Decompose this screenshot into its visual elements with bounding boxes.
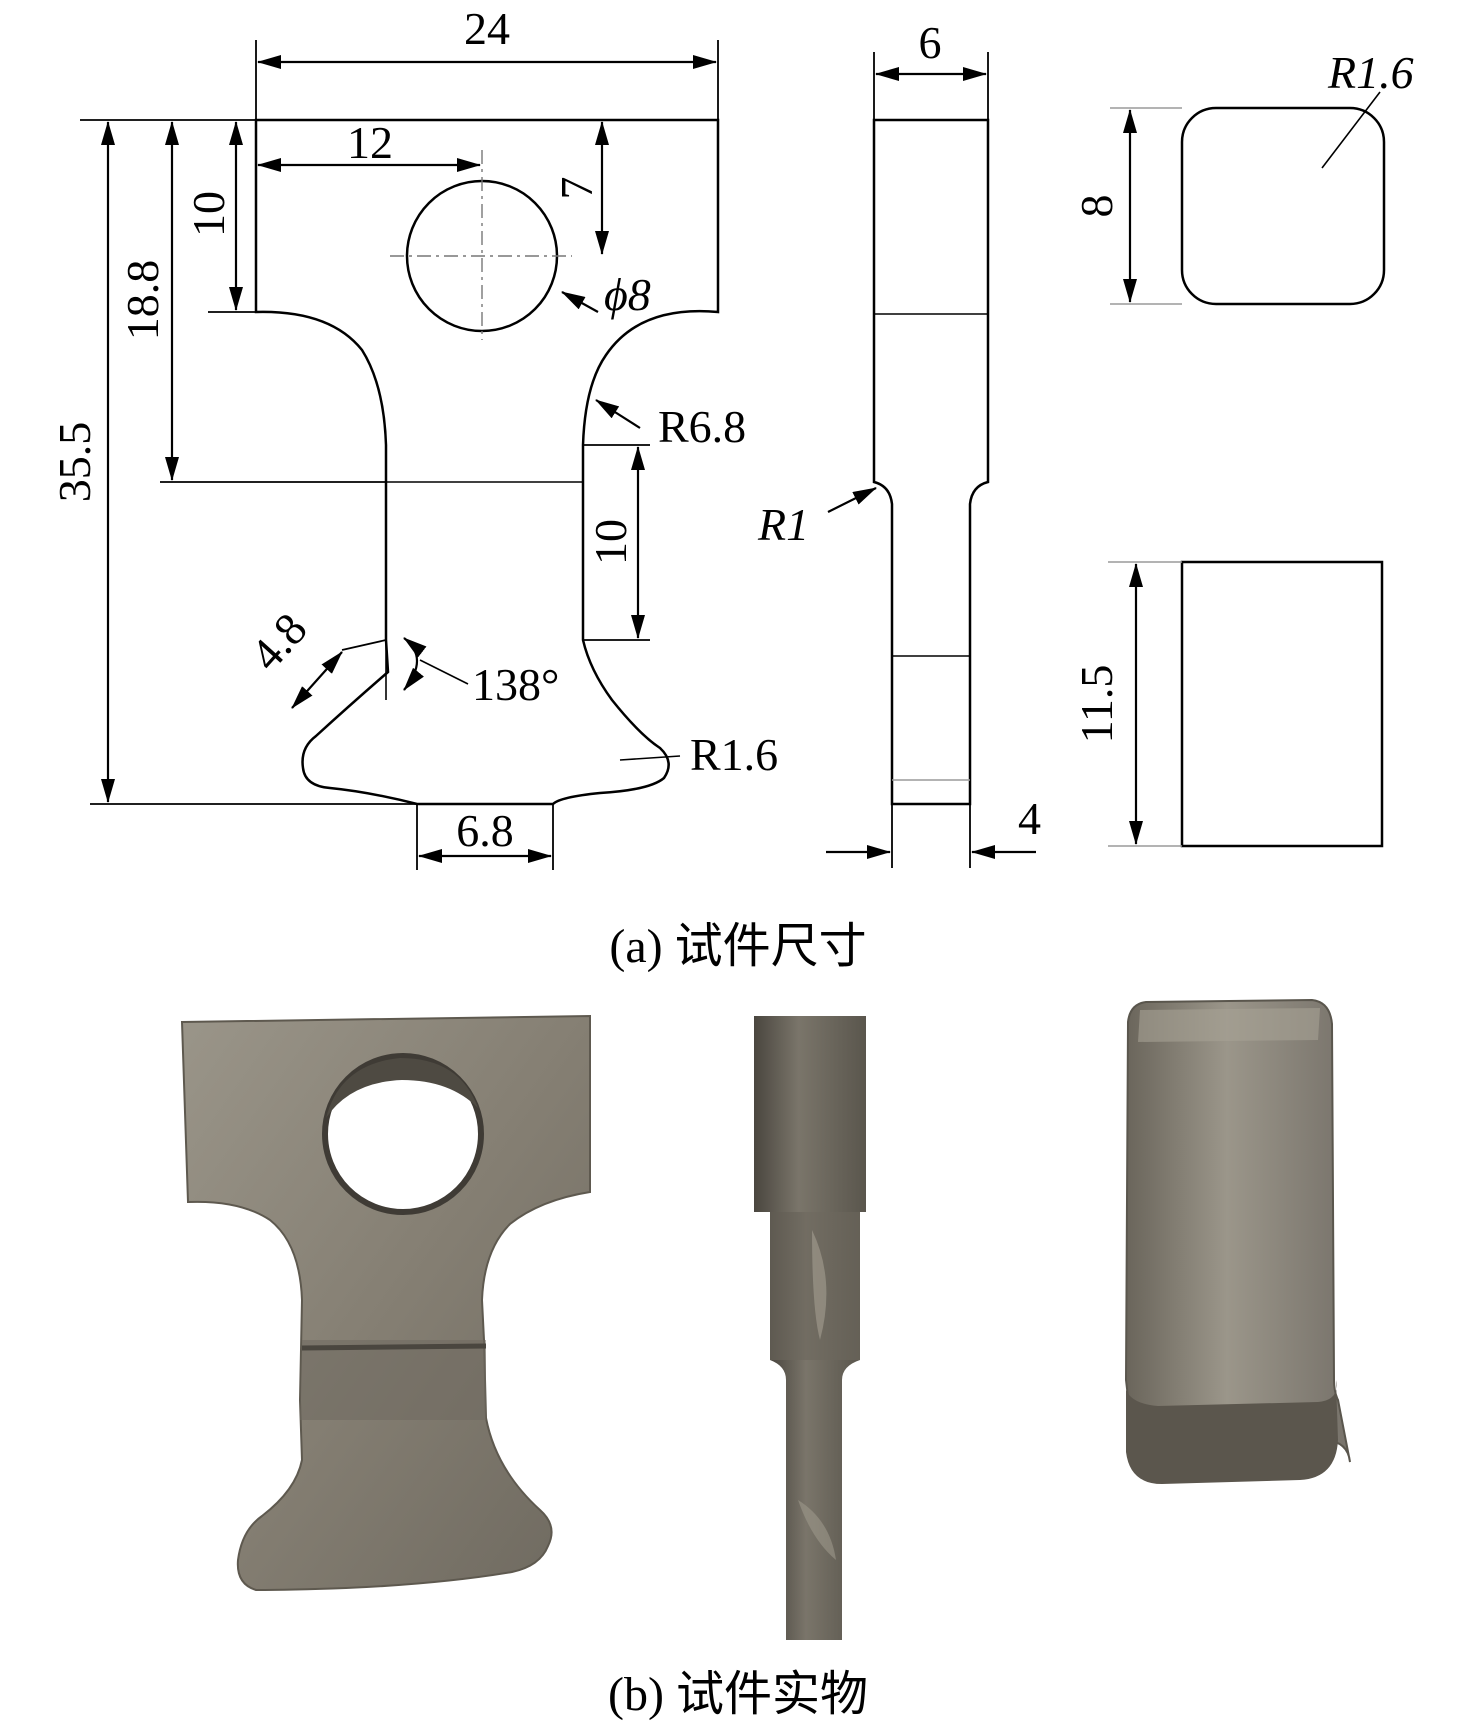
side-view-drawing: 6 R1 4 xyxy=(757,17,1041,868)
dim-root-radius: R1 xyxy=(757,499,809,550)
dim-gauge-thickness: 4 xyxy=(1018,793,1041,844)
photo-front-specimen xyxy=(180,1014,591,1592)
dim-fillet-radius: R6.8 xyxy=(658,401,746,452)
dim-height: 8 xyxy=(1071,195,1122,218)
caption-b: (b) 试件实物 xyxy=(608,1668,868,1721)
photo-hole xyxy=(322,1053,484,1215)
dim-thickness: 6 xyxy=(919,17,942,68)
dim-width: 24 xyxy=(464,3,510,54)
end-view-bottom xyxy=(1180,560,1384,848)
caption-a: (a) 试件尺寸 xyxy=(609,920,866,973)
dim-total-height: 35.5 xyxy=(49,422,100,503)
angle-arc xyxy=(403,637,427,691)
end-view-top xyxy=(1180,106,1386,306)
end-views-drawing: 8 R1.6 11.5 xyxy=(1071,47,1414,848)
dim-chamfer: 4.8 xyxy=(240,603,316,680)
leader-hole-diameter xyxy=(561,291,599,313)
dim-bottom-width: 6.8 xyxy=(456,805,514,856)
dim-neck-height: 18.8 xyxy=(117,260,168,341)
leader-corner-radius xyxy=(1321,91,1381,169)
photo-block-specimen xyxy=(1124,998,1351,1484)
leader-root-radius xyxy=(827,487,877,513)
dim-corner-radius: R1.6 xyxy=(1327,47,1414,98)
dim-gauge-length: 10 xyxy=(585,519,636,565)
front-view-drawing: 24 12 7 10 18.8 35.5 10 6.8 ϕ8 R6.8 R1.6… xyxy=(49,3,778,870)
dim-hole-depth: 7 xyxy=(551,177,602,200)
dim-hole-diameter: ϕ8 xyxy=(604,269,651,320)
dim-bottom-radius: R1.6 xyxy=(690,729,778,780)
dim-line-chamfer xyxy=(291,651,343,709)
front-view-outline xyxy=(254,118,720,806)
dim-top-height: 10 xyxy=(183,191,234,237)
dim-hole-offset: 12 xyxy=(347,117,393,168)
photo-side-specimen xyxy=(754,1016,866,1640)
leader-bottom-radius xyxy=(619,755,681,761)
dim-angle: 138° xyxy=(472,659,559,710)
leader-fillet-radius xyxy=(595,399,641,429)
side-view-outline xyxy=(872,118,990,806)
dim-length: 11.5 xyxy=(1071,665,1122,744)
